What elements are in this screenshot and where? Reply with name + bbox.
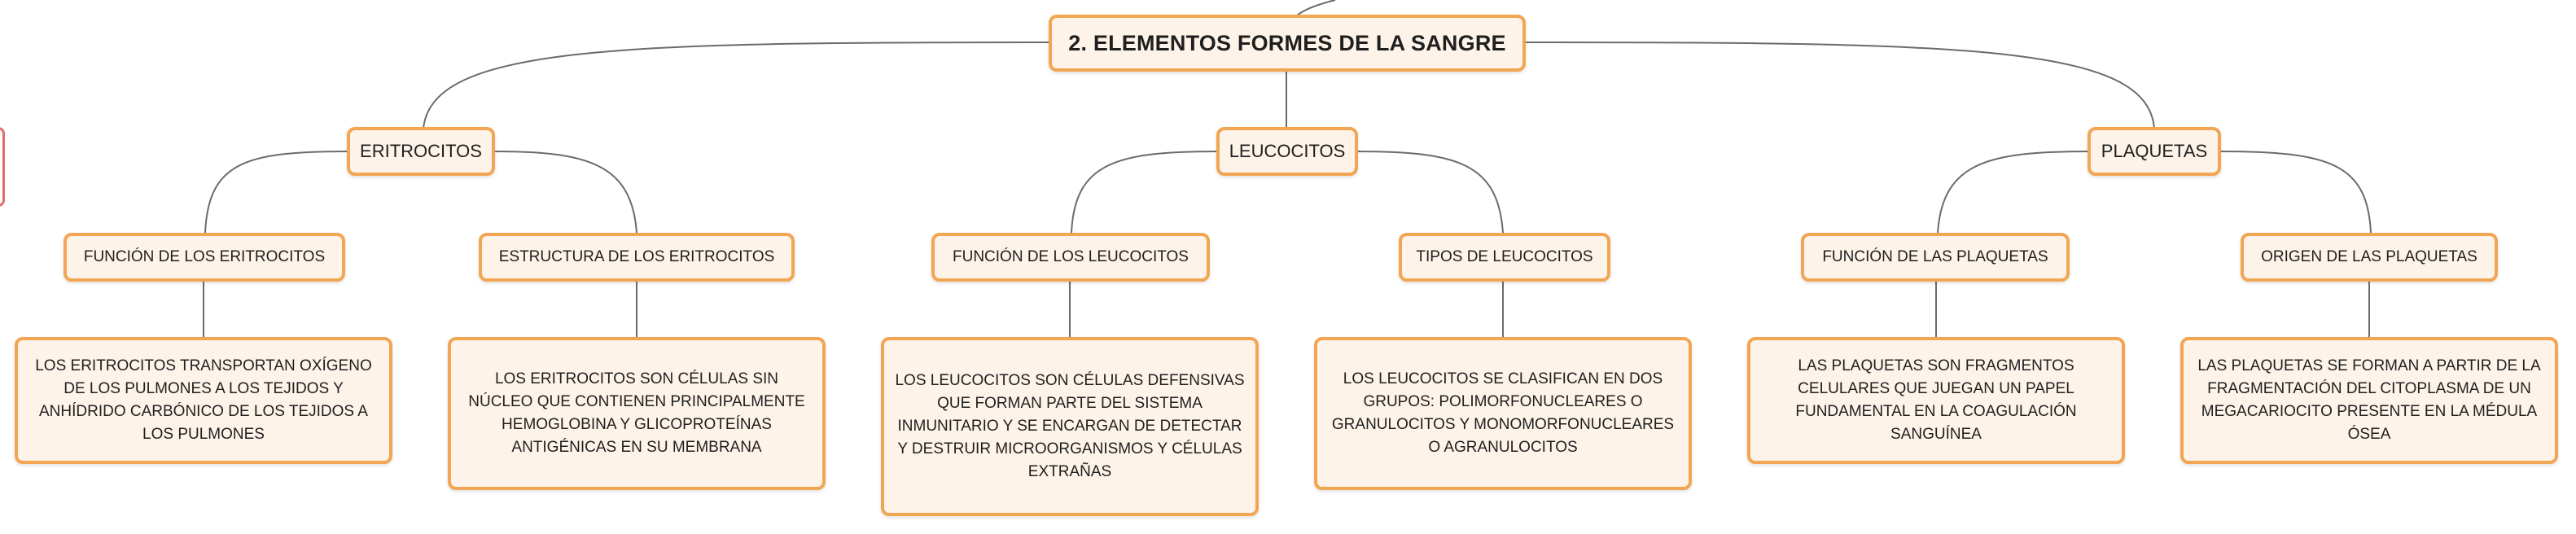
branch-node-plaquetas[interactable]: PLAQUETAS	[2088, 127, 2221, 176]
connector-line	[1356, 151, 1504, 234]
topic-node-funcion-plaquetas[interactable]: FUNCIÓN DE LAS PLAQUETAS	[1801, 233, 2070, 282]
topic-node-origen-plaquetas[interactable]: ORIGEN DE LAS PLAQUETAS	[2241, 233, 2498, 282]
detail-node-tipos-leucocitos[interactable]: LOS LEUCOCITOS SE CLASIFICAN EN DOS GRUP…	[1314, 337, 1692, 490]
detail-node-funcion-eritrocitos[interactable]: LOS ERITROCITOS TRANSPORTAN OXÍGENO DE L…	[15, 337, 392, 464]
detail-node-funcion-plaquetas[interactable]: LAS PLAQUETAS SON FRAGMENTOS CELULARES Q…	[1747, 337, 2125, 464]
root-node[interactable]: 2. ELEMENTOS FORMES DE LA SANGRE	[1049, 15, 1526, 72]
topic-node-tipos-leucocitos[interactable]: TIPOS DE LEUCOCITOS	[1399, 233, 1610, 282]
connector-line	[2219, 151, 2372, 234]
connector-line	[204, 151, 348, 234]
offscreen-node-edge[interactable]	[0, 127, 5, 207]
connector-line	[1071, 151, 1219, 234]
branch-node-leucocitos[interactable]: LEUCOCITOS	[1216, 127, 1358, 176]
detail-node-origen-plaquetas[interactable]: LAS PLAQUETAS SE FORMAN A PARTIR DE LA F…	[2180, 337, 2558, 464]
detail-node-estructura-eritrocitos[interactable]: LOS ERITROCITOS SON CÉLULAS SIN NÚCLEO Q…	[448, 337, 826, 490]
connector-line	[1937, 151, 2090, 234]
topic-node-funcion-eritrocitos[interactable]: FUNCIÓN DE LOS ERITROCITOS	[64, 233, 345, 282]
connector-line	[423, 42, 1049, 129]
topic-node-estructura-eritrocitos[interactable]: ESTRUCTURA DE LOS ERITROCITOS	[479, 233, 795, 282]
connector-line	[1523, 42, 2155, 129]
topic-node-funcion-leucocitos[interactable]: FUNCIÓN DE LOS LEUCOCITOS	[931, 233, 1210, 282]
detail-node-funcion-leucocitos[interactable]: LOS LEUCOCITOS SON CÉLULAS DEFENSIVAS QU…	[881, 337, 1259, 516]
branch-node-eritrocitos[interactable]: ERITROCITOS	[347, 127, 495, 176]
connector-line	[493, 151, 637, 234]
